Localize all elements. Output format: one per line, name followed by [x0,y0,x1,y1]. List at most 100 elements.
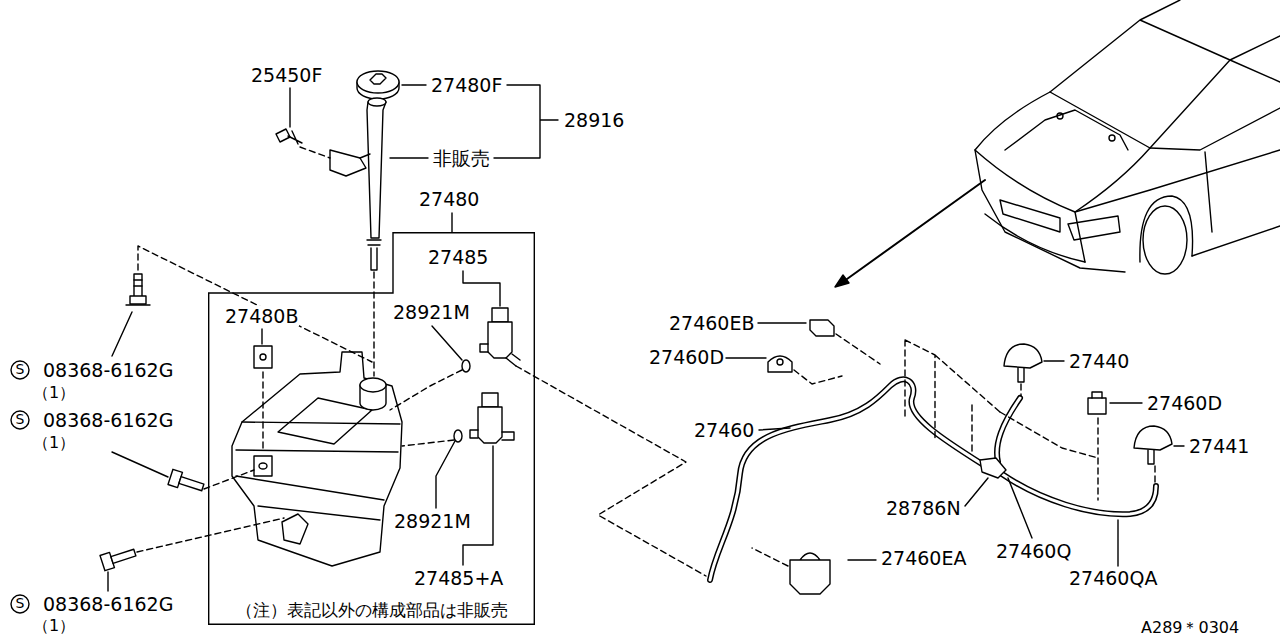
washer-tank [232,346,402,566]
diagram-code: A289＊0304 [1140,619,1240,637]
bolts [134,274,142,296]
filler-parts [367,240,381,245]
bolts [138,246,372,362]
washer-pumps [470,430,514,440]
leader-lines [451,213,452,232]
washer-pumps [462,360,470,372]
washer-hoses [1134,426,1172,450]
washer-pumps [390,370,462,410]
leader-lines [436,441,455,508]
car-illustration [1192,152,1280,256]
part-number: 27460EB [668,313,755,334]
filler-parts [330,150,366,176]
not-sold-note: 非販売 [432,148,491,169]
part-number: 28921M [393,511,472,532]
washer-tank [259,463,267,469]
car-illustration [1068,216,1120,240]
car-illustration [1140,196,1193,262]
washer-tank [254,456,272,476]
washer-tank [260,354,266,360]
washer-pumps [492,308,508,322]
washer-hoses [516,366,706,576]
leader-lines [261,329,262,344]
filler-parts [276,71,399,376]
car-illustration [1075,150,1280,262]
quantity: （1） [32,617,76,635]
washer-hoses [1148,450,1154,464]
washer-hoses [790,553,830,594]
part-number: 27480B [224,306,299,327]
washer-hoses [836,334,880,364]
view-arrow [835,275,849,287]
parts-illustration [11,0,1280,613]
part-number: 27480F [430,75,503,96]
car-illustration [1143,206,1187,274]
bolts [204,470,254,489]
washer-hoses [1004,344,1042,368]
washer-hoses [1088,398,1106,414]
quantity: （1） [32,384,76,402]
car-illustration [975,0,1280,274]
washer-hoses [752,548,788,566]
part-number: 28786N [885,498,962,519]
washer-tank [236,422,400,520]
washer-tank [254,346,272,368]
washer-hoses [752,334,1155,566]
washer-hoses [794,370,842,384]
bolts [11,411,29,429]
leader-lines [108,85,1184,591]
filler-parts [368,98,386,106]
view-arrow [847,180,985,279]
washer-tank [278,398,372,444]
washer-hoses [710,379,1156,580]
bolts [134,280,142,286]
washer-hoses [810,320,834,336]
bolts [168,469,205,495]
assembly-outline [209,233,535,625]
leader-lines [463,446,493,565]
washer-hoses [516,320,1172,594]
washer-hoses [905,340,1000,452]
bolts [179,477,204,491]
part-number: 28916 [563,110,625,131]
filler-parts [367,102,386,238]
part-number: 28921M [392,302,471,323]
washer-hoses [1000,412,1098,500]
bolts [126,304,150,305]
part-number: 27480 [418,189,480,210]
part-number: 27460EA [880,548,967,569]
bolts [11,361,29,379]
filler-parts [371,248,377,270]
bolts [130,296,146,304]
part-number: 25450F [250,65,323,86]
washer-pumps [390,308,520,446]
part-number: 27485 [427,247,489,268]
leader-lines [726,323,806,430]
filler-parts [288,131,302,144]
part-number: 27460Q [995,541,1072,562]
part-number: 27440 [1068,351,1130,372]
part-number: 27460D [648,347,725,368]
standard-part-mark: S [16,596,25,611]
washer-pumps [454,430,462,442]
leader-lines [112,312,132,356]
bolts [11,246,372,613]
washer-hoses [710,379,1156,580]
washer-hoses [1002,474,1156,514]
leader-lines [112,452,168,477]
filler-parts [360,154,370,158]
washer-hoses [768,356,792,372]
washer-hoses [710,379,982,580]
car-illustration [985,214,1085,262]
washer-tank [360,378,386,392]
part-number: 27460 [693,420,755,441]
washer-hoses [997,398,1020,462]
washer-hoses [1002,474,1156,514]
washer-hoses [777,359,783,365]
filler-parts [370,74,386,84]
bolt-number: 08368-6162G [42,410,174,431]
car-illustration [1005,110,1128,150]
assembly-outline [208,232,535,625]
part-number: 27460QA [1068,568,1158,589]
